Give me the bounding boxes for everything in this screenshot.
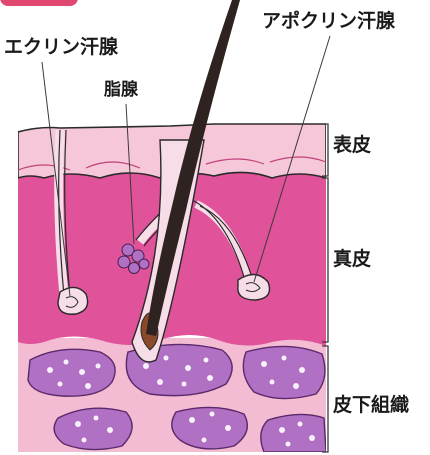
fat-lobule bbox=[261, 414, 326, 452]
fat-lobule bbox=[28, 349, 115, 396]
eccrine-gland-label: エクリン汗腺 bbox=[4, 38, 118, 57]
eccrine-coil bbox=[58, 287, 88, 314]
epidermis-label: 表皮 bbox=[333, 136, 371, 155]
apocrine-coil bbox=[238, 274, 270, 300]
fat-lobule bbox=[54, 408, 132, 449]
dermis-label: 真皮 bbox=[333, 250, 371, 269]
fat-lobule bbox=[243, 346, 325, 398]
apocrine-gland-label: アポクリン汗腺 bbox=[262, 12, 395, 31]
subcutaneous-tissue-label: 皮下組織 bbox=[333, 396, 409, 415]
sebaceous-gland-label: 脂腺 bbox=[104, 82, 138, 99]
